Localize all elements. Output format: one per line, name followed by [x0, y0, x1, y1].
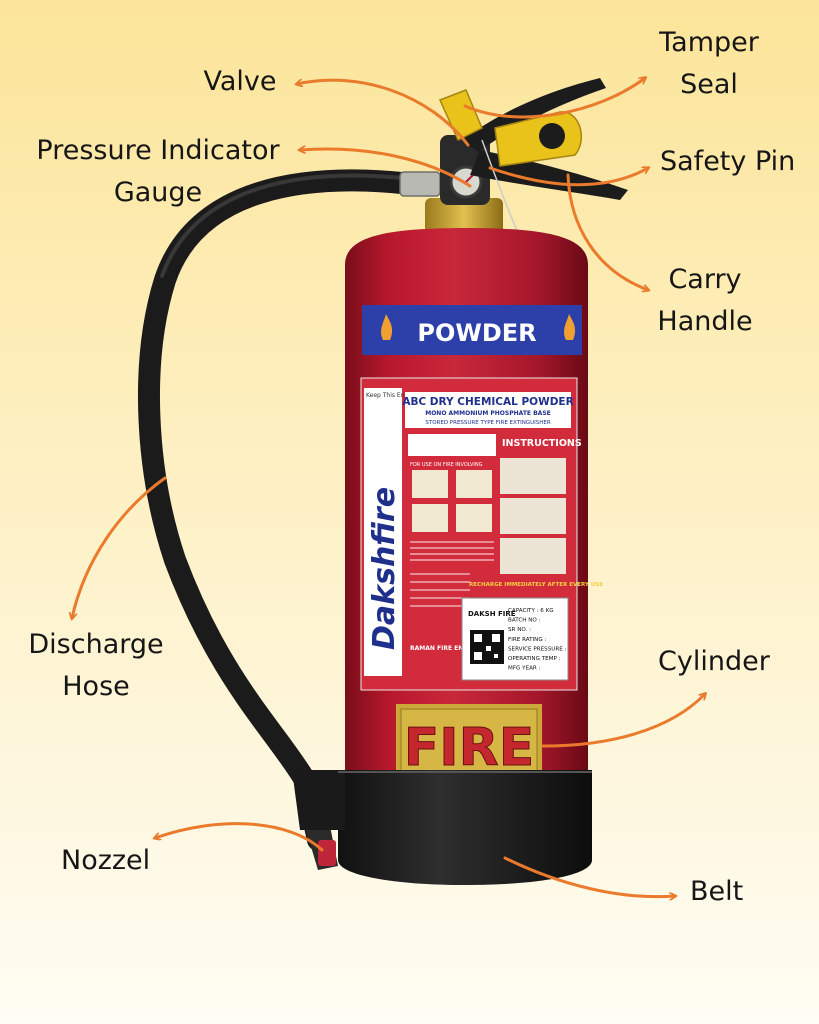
- fire-plate-inner: [400, 708, 538, 774]
- panel-subtitle2: STORED PRESSURE TYPE FIRE EXTINGUISHER: [425, 420, 550, 426]
- label-pressure-indicator-gauge: Pressure Indicator Gauge: [36, 130, 279, 214]
- label-pressure-line-1: Pressure Indicator: [36, 135, 280, 166]
- cert-marks: [408, 434, 496, 456]
- maker-name: RAMAN FIRE ENGINEERS: [410, 645, 493, 652]
- label-pressure-line-2: Gauge: [113, 177, 203, 208]
- fire-class-icon-b: [456, 470, 492, 498]
- instructions-heading: INSTRUCTIONS: [502, 438, 582, 449]
- fire-class-icon-c: [412, 504, 448, 532]
- label-discharge-hose-line-1: Discharge: [28, 629, 164, 660]
- label-belt: Belt: [690, 871, 743, 913]
- spec-lines: CAPACITY : 6 KG BATCH NO : SR NO. : FIRE RA…: [508, 608, 567, 672]
- label-tamper-seal: Tamper Seal: [659, 22, 759, 106]
- spec-line: SR NO. :: [508, 627, 531, 633]
- label-cylinder-line-1: Cylinder: [658, 646, 770, 677]
- panel-title-box: [405, 392, 571, 428]
- arrow-carry-handle: [566, 173, 648, 290]
- label-safety-pin-line-1: Safety Pin: [660, 146, 796, 177]
- valve-neck: [425, 198, 503, 234]
- for-use-heading: FOR USE ON FIRE INVOLVING: [410, 462, 483, 468]
- spec-line: CAPACITY : 6 KG: [508, 608, 554, 614]
- label-nozzel: Nozzel: [61, 840, 150, 882]
- label-belt-line-1: Belt: [690, 876, 744, 907]
- bracket: [292, 770, 345, 830]
- recharge-note: RECHARGE IMMEDIATELY AFTER EVERY USE: [469, 582, 603, 588]
- annotation-arrows: [72, 78, 705, 897]
- fire-text: FIRE: [404, 718, 534, 778]
- spec-line: SERVICE PRESSURE :: [508, 646, 567, 652]
- label-carry-handle-line-2: Handle: [657, 306, 753, 337]
- qr-code: [470, 630, 504, 664]
- label-carry-handle: Carry Handle: [657, 259, 752, 343]
- powder-label: POWDER: [417, 319, 536, 347]
- label-safety-pin: Safety Pin: [660, 141, 795, 183]
- fire-class-icon-d: [456, 504, 492, 532]
- instruction-step-1: [500, 458, 566, 494]
- panel-subtitle: MONO AMMONIUM PHOSPHATE BASE: [425, 410, 551, 417]
- label-discharge-hose-line-2: Hose: [62, 671, 130, 702]
- spec-line: MFG YEAR :: [508, 666, 541, 672]
- label-cylinder: Cylinder: [658, 641, 770, 683]
- label-valve: Valve: [203, 61, 276, 103]
- spec-company: DAKSH FIRE: [468, 610, 516, 618]
- spec-line: BATCH NO :: [508, 618, 541, 624]
- instruction-step-3: [500, 538, 566, 574]
- brand-small: Keep This End Up: [366, 392, 419, 399]
- base-belt: [338, 770, 592, 885]
- arrow-belt: [503, 856, 675, 897]
- panel-title: ABC DRY CHEMICAL POWDER: [402, 396, 573, 408]
- arrow-tamper-seal: [463, 78, 645, 119]
- spec-line: FIRE RATING :: [508, 637, 546, 643]
- label-nozzel-line-1: Nozzel: [61, 845, 151, 876]
- label-discharge-hose: Discharge Hose: [28, 624, 163, 708]
- fire-class-icon-a: [412, 470, 448, 498]
- brand-strip: [364, 388, 402, 676]
- label-tamper-seal-line-1: Tamper: [659, 27, 759, 58]
- pin-ring-hole: [539, 123, 565, 149]
- arrow-discharge-hose: [72, 476, 167, 618]
- arrow-nozzel: [155, 822, 324, 852]
- arrow-valve: [297, 78, 470, 147]
- label-tamper-seal-line-2: Seal: [680, 69, 738, 100]
- band-flame-left: [381, 314, 393, 340]
- hose-ferrule: [399, 171, 441, 197]
- hose-highlight: [160, 173, 422, 278]
- label-carry-handle-line-1: Carry: [668, 264, 742, 295]
- discharge-hose-tube: [138, 169, 431, 851]
- powder-band: [362, 305, 582, 355]
- spec-line: OPERATING TEMP :: [508, 656, 561, 662]
- arrow-pressure-gauge: [300, 149, 472, 188]
- nozzle-red-tip: [318, 840, 336, 866]
- arrow-cylinder: [541, 694, 705, 748]
- label-valve-line-1: Valve: [203, 66, 277, 97]
- fine-print: [410, 541, 494, 607]
- band-flame-right: [564, 314, 576, 340]
- brand-vertical: Dakshfire: [367, 487, 402, 650]
- instruction-step-2: [500, 498, 566, 534]
